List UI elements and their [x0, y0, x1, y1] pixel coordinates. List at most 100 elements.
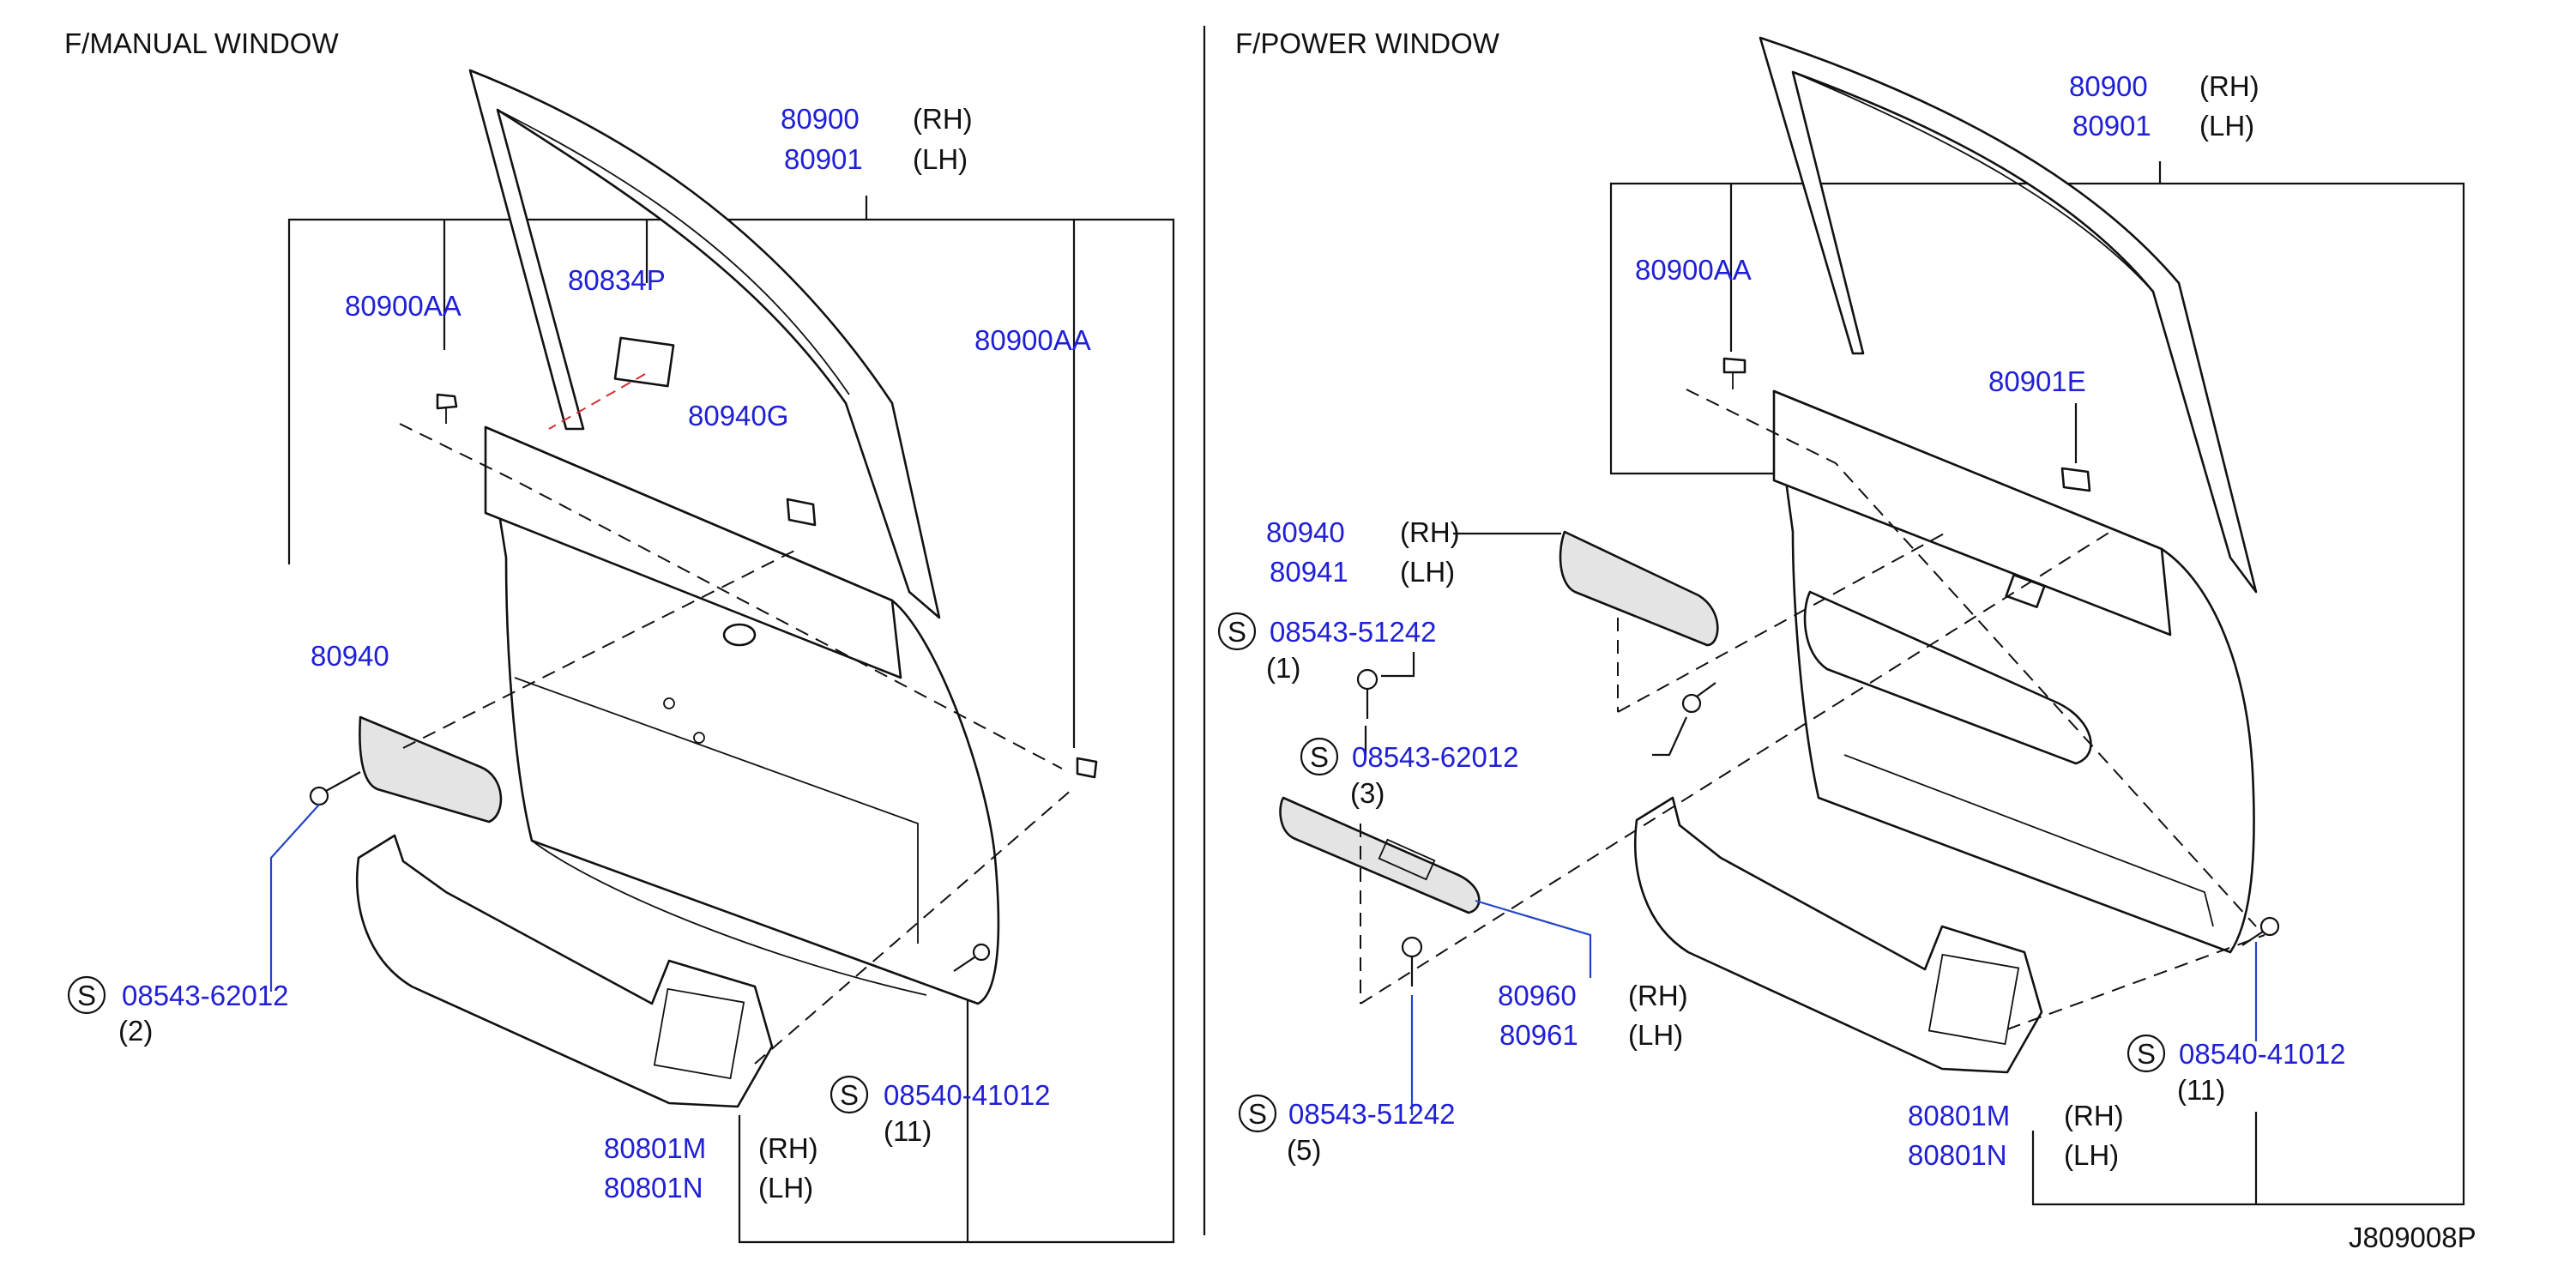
door-pocket-lower-r: [1633, 796, 2043, 1074]
door-lh-pn-r[interactable]: 80901: [2072, 110, 2151, 142]
screw-top-r: [1356, 668, 1378, 719]
manual-window-title: F/MANUAL WINDOW: [64, 27, 339, 59]
switch-opening: [1378, 838, 1436, 881]
armrest: [359, 715, 503, 824]
door-leader-frame-r: [1609, 182, 2465, 1206]
door-leader-frame: [287, 218, 1175, 1244]
door-pocket-window: [653, 987, 745, 1080]
screw-b: [953, 943, 991, 972]
screw-a: [309, 771, 361, 806]
screw-bot-qty: (5): [1287, 1134, 1321, 1166]
window-glass-inner: [497, 109, 850, 395]
door-lh-tag: (LH): [913, 143, 968, 175]
pocket-rh-tag-r: (RH): [2064, 1100, 2124, 1131]
label-dash-line: [548, 373, 646, 430]
door-trim-upper-rail: [484, 425, 902, 679]
screw-mid-qty: (3): [1350, 777, 1385, 809]
screw-b-pn[interactable]: 08540-41012: [884, 1079, 1051, 1111]
switch-rh-tag: (RH): [1628, 980, 1688, 1011]
trim-hole-1: [663, 697, 675, 709]
window-glass: [468, 69, 941, 619]
door-lh-pn[interactable]: 80901: [784, 143, 863, 175]
screw-top-s: S: [1228, 616, 1246, 648]
clip-e-pn-r[interactable]: 80901E: [1988, 365, 2086, 397]
pocket-rh-pn-r[interactable]: 80801M: [1908, 1100, 2010, 1131]
power-window-view: F/POWER WINDOW: [1217, 27, 2465, 1206]
armrest-screw-leader: [1652, 716, 1688, 757]
screw-bot-s: S: [1248, 1098, 1267, 1130]
screw-top-qty: (1): [1266, 652, 1300, 684]
screw-mid-s: S: [1310, 741, 1329, 773]
window-glass-r: [1759, 36, 2258, 594]
door-rh-pn-r[interactable]: 80900: [2069, 70, 2148, 102]
door-handle-cup: [722, 623, 757, 647]
screw-a-s-circle: [67, 975, 106, 1015]
armrest-lh-pn-r[interactable]: 80941: [1270, 556, 1348, 588]
screw-mid-s-circle: [1300, 737, 1339, 776]
assembly-dash-1: [399, 423, 1063, 769]
door-trim-map-pocket: [531, 840, 927, 996]
door-rh-tag: (RH): [913, 103, 973, 135]
screw-bot-pn[interactable]: 08543-51242: [1288, 1098, 1456, 1130]
pocket-lh-tag-r: (LH): [2064, 1139, 2119, 1171]
screw-armrest-r: [1681, 682, 1716, 714]
screw-a-qty: (2): [118, 1015, 153, 1047]
clip-left-pn[interactable]: 80900AA: [345, 290, 462, 322]
door-pocket-lower: [355, 834, 774, 1108]
clip-mid-pn[interactable]: 80940G: [688, 400, 788, 431]
screw-top-leader: [1381, 652, 1415, 678]
door-rh-pn[interactable]: 80900: [781, 103, 860, 135]
assembly-dash-r4: [1617, 531, 1948, 713]
screw-top-s-circle: [1217, 612, 1257, 651]
clip-pn-r[interactable]: 80900AA: [1635, 254, 1752, 286]
screw-b-s: S: [840, 1079, 859, 1111]
assembly-dash-r3: [2006, 934, 2265, 1030]
screw-a-pn[interactable]: 08543-62012: [122, 980, 289, 1011]
assembly-dash-2: [402, 548, 799, 749]
drawing-code: J809008P: [2349, 1222, 2476, 1253]
screw-top-pn[interactable]: 08543-51242: [1270, 616, 1437, 648]
trim-clip-r: [1722, 357, 1746, 389]
label-pn[interactable]: 80834P: [568, 264, 666, 296]
screw-r-qty: (11): [2177, 1074, 2225, 1106]
screw-r-r: [2241, 916, 2280, 946]
assembly-dash-r2: [1360, 531, 2111, 1005]
door-trim-panel: [484, 425, 1000, 1005]
armrest-pn[interactable]: 80940: [311, 640, 389, 672]
clip-right-pn[interactable]: 80900AA: [974, 324, 1091, 356]
caution-label: [613, 336, 675, 388]
screw-r-pn[interactable]: 08540-41012: [2179, 1038, 2346, 1070]
pocket-lh-pn[interactable]: 80801N: [604, 1172, 703, 1204]
switch-bezel-part: [1279, 796, 1481, 914]
screw-b-qty: (11): [884, 1115, 932, 1147]
screw-bot-s-circle: [1238, 1094, 1277, 1133]
screw-r-s-circle: [2127, 1034, 2166, 1073]
trim-hole-2: [693, 732, 705, 744]
screw-r-s: S: [2137, 1038, 2156, 1070]
door-trim-panel-r: [1772, 389, 2255, 954]
screw-bot-r: [1401, 936, 1423, 986]
armrest-rh-pn-r[interactable]: 80940: [1266, 516, 1345, 548]
trim-clip-left: [436, 393, 458, 424]
door-pocket-window-r: [1927, 953, 2020, 1046]
screw-mid-pn[interactable]: 08543-62012: [1352, 741, 1519, 773]
door-trim-upper-rail-r: [1772, 389, 2172, 636]
switch-leader: [1475, 899, 1592, 978]
power-window-title: F/POWER WINDOW: [1235, 27, 1500, 59]
pocket-rh-pn[interactable]: 80801M: [604, 1132, 706, 1164]
switch-rh-pn[interactable]: 80960: [1498, 980, 1577, 1011]
screw-b-s-circle: [830, 1075, 869, 1114]
door-lh-tag-r: (LH): [2199, 110, 2254, 142]
armrest-pad-r: [1559, 530, 1719, 647]
door-handle-cup-r: [2005, 573, 2046, 609]
screw-a-blue-leader: [269, 804, 320, 992]
pocket-lh-pn-r[interactable]: 80801N: [1908, 1139, 2007, 1171]
assembly-dash-r1: [1686, 389, 2257, 927]
switch-lh-tag: (LH): [1628, 1019, 1683, 1051]
armrest-rh-tag-r: (RH): [1400, 516, 1460, 548]
trim-clip-e-r: [2060, 467, 2091, 492]
door-trim-inner-line-r: [1843, 754, 2214, 927]
door-trim-inner-line: [514, 677, 919, 944]
switch-lh-pn[interactable]: 80961: [1499, 1019, 1578, 1051]
